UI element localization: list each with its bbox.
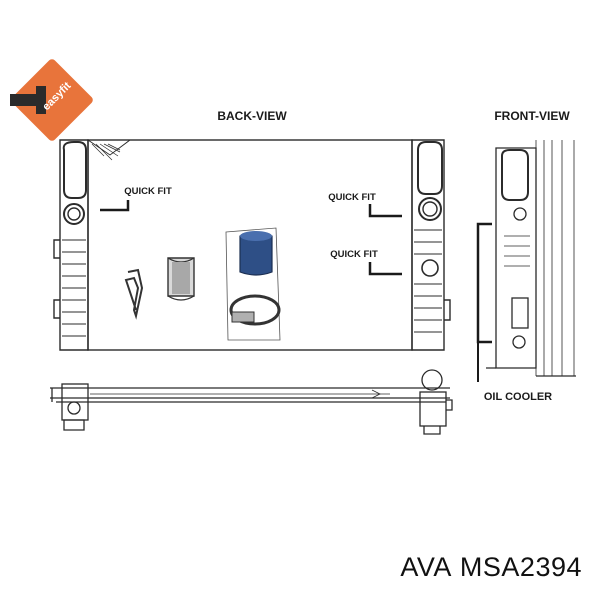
hose-clamp-part xyxy=(229,294,281,326)
radiator-back-view xyxy=(53,139,451,351)
quick-fit-left-callout: QUICK FIT xyxy=(100,186,172,212)
oil-cooler-callout: OIL COOLER xyxy=(476,222,552,403)
blue-hose-part xyxy=(239,231,273,276)
part-number: MSA2394 xyxy=(459,552,582,582)
metal-sleeve-part xyxy=(167,257,195,301)
quick-fit-right-top-callout: QUICK FIT xyxy=(328,192,402,218)
quick-fit-right-bottom-label: QUICK FIT xyxy=(330,249,378,260)
back-view-label: BACK-VIEW xyxy=(217,109,287,123)
radiator-front-view xyxy=(486,140,576,377)
spring-clip-part xyxy=(124,268,144,320)
radiator-top-view xyxy=(50,369,453,435)
quick-fit-right-bottom-callout: QUICK FIT xyxy=(330,249,402,276)
quick-fit-right-top-label: QUICK FIT xyxy=(328,192,376,203)
front-view-label: FRONT-VIEW xyxy=(494,109,570,123)
brand-name: AVA xyxy=(400,552,452,582)
easyfit-logo: easyfit xyxy=(9,59,93,141)
quick-fit-left-label: QUICK FIT xyxy=(124,186,172,197)
oil-cooler-label: OIL COOLER xyxy=(484,391,552,403)
accessory-parts xyxy=(124,227,281,341)
